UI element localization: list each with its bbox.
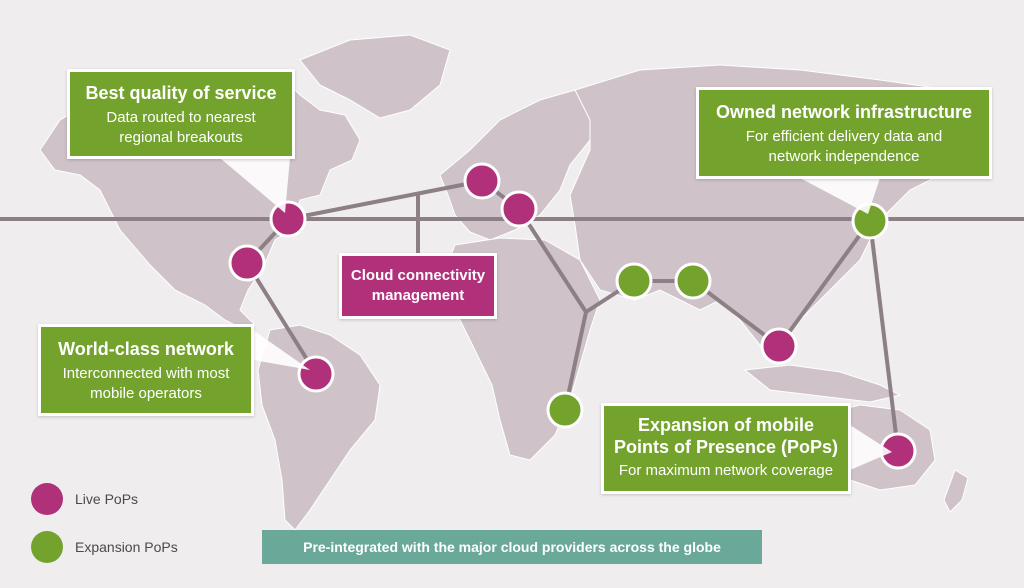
- callout-expansion-line-1: Expansion of mobile: [637, 415, 815, 435]
- link-japan-australia: [868, 220, 900, 452]
- callout-best-quality-line-2: regional breakouts: [119, 129, 243, 146]
- link-east-us-south-america: [245, 261, 318, 376]
- callout-owned-network-line-2: network independence: [768, 148, 920, 165]
- callout-cloud-line-1: Cloud connectivity: [350, 267, 486, 284]
- node-middle-east: [615, 262, 653, 300]
- node-japan: [851, 202, 889, 240]
- callout-world-class-text: Interconnected with most mobile operator…: [41, 364, 251, 404]
- node-india: [674, 262, 712, 300]
- callout-best-quality-title: Best quality of service: [85, 83, 277, 103]
- callout-owned-network-line-1: For efficient delivery data and: [745, 128, 943, 145]
- legend-expansion: Expansion PoPs: [31, 531, 178, 563]
- link-sea-japan: [777, 219, 872, 348]
- node-east-us: [228, 244, 266, 282]
- node-uk: [463, 162, 501, 200]
- callout-best-quality-text: Data routed to nearest regional breakout…: [70, 108, 292, 148]
- callout-world-class-line-1: Interconnected with most: [62, 365, 230, 382]
- land-south-america: [257, 324, 381, 531]
- land-europe: [439, 89, 601, 241]
- callout-pointers: [220, 158, 892, 470]
- node-germany: [500, 190, 538, 228]
- callout-world-class-line-2: mobile operators: [90, 385, 202, 402]
- callout-best-quality-line-1: Data routed to nearest: [106, 109, 256, 126]
- pointer-expansion: [850, 425, 892, 470]
- node-toronto: [269, 200, 307, 238]
- callout-owned-network-title: Owned network infrastructure: [715, 102, 973, 122]
- legend-live-label: Live PoPs: [75, 491, 139, 507]
- callout-best-quality: Best quality of service Data routed to n…: [67, 69, 295, 159]
- legend-live: Live PoPs: [31, 483, 138, 515]
- cloud-providers-banner: Pre-integrated with the major cloud prov…: [262, 530, 762, 564]
- node-southern-africa: [546, 391, 584, 429]
- legend-expansion-label: Expansion PoPs: [75, 539, 178, 555]
- callout-world-class-title: World-class network: [58, 339, 234, 359]
- callout-cloud-line-2: management: [371, 287, 465, 304]
- callout-owned-network-text: For efficient delivery data and network …: [699, 127, 989, 167]
- callout-world-class: World-class network Interconnected with …: [38, 324, 254, 416]
- node-southeast-asia: [760, 327, 798, 365]
- pointer-world-class: [253, 330, 310, 370]
- land-greenland: [299, 34, 451, 119]
- land-new-zealand: [943, 469, 969, 513]
- callout-cloud-connectivity: Cloud connectivity management: [339, 253, 497, 319]
- node-south-america: [297, 355, 335, 393]
- legend-live-dot: [31, 483, 63, 515]
- link-africa-asia: [584, 279, 781, 348]
- pointer-best-quality: [220, 158, 290, 213]
- pointer-owned-network: [800, 178, 880, 214]
- pop-nodes: [228, 162, 917, 470]
- callout-expansion-line-2: Points of Presence (PoPs): [613, 437, 839, 457]
- callout-owned-network: Owned network infrastructure For efficie…: [696, 87, 992, 179]
- callout-expansion: Expansion of mobile Points of Presence (…: [601, 403, 851, 494]
- link-toronto-uk: [287, 179, 483, 221]
- land-indonesia: [743, 364, 902, 403]
- callout-expansion-text: For maximum network coverage: [618, 462, 834, 479]
- legend-expansion-dot: [31, 531, 63, 563]
